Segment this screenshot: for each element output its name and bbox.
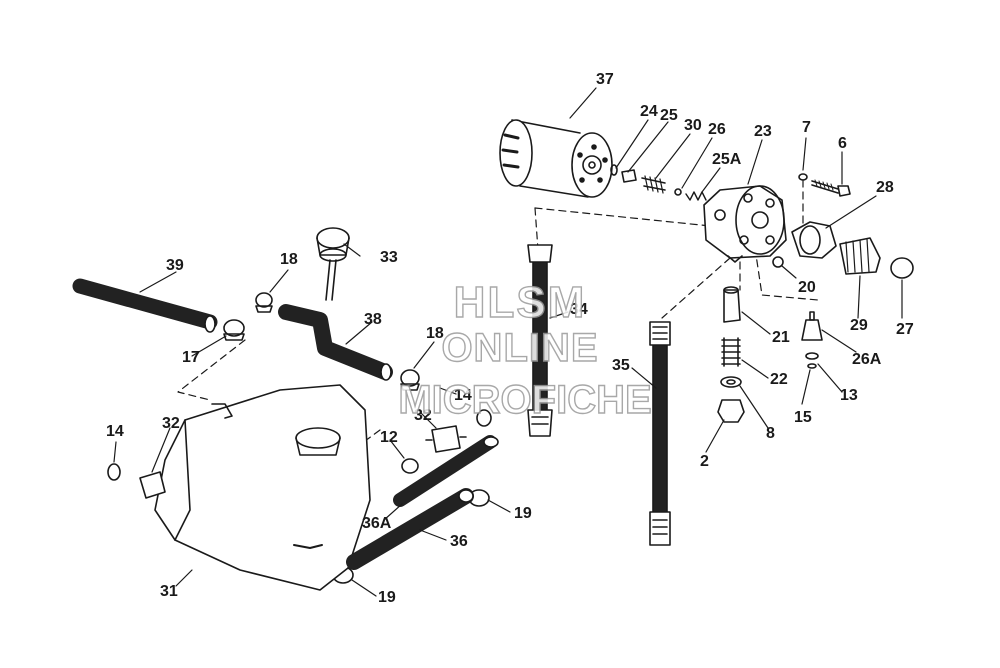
hose-35 (649, 321, 671, 546)
hose-34 (527, 244, 553, 437)
part-label-15: 15 (794, 409, 812, 426)
part-label-27: 27 (896, 321, 914, 338)
hose-36a (393, 435, 499, 507)
part-label-26a: 26A (852, 351, 882, 368)
part-label-38: 38 (364, 311, 382, 328)
part-label-24: 24 (640, 103, 658, 120)
part-label-25a: 25A (712, 151, 742, 168)
part-label-20: 20 (798, 279, 816, 296)
part-label-13: 13 (840, 387, 858, 404)
part-label-12: 12 (380, 429, 398, 446)
part-label-14-right: 14 (454, 387, 472, 404)
part-label-25: 25 (660, 107, 678, 124)
part-label-22: 22 (770, 371, 788, 388)
leader-lines (113, 87, 903, 597)
oil-tank (154, 384, 371, 591)
part-label-36: 36 (450, 533, 468, 550)
hose-36 (346, 488, 474, 570)
part-label-26: 26 (708, 121, 726, 138)
part-label-17: 17 (182, 349, 200, 366)
sender-fittings (801, 311, 823, 369)
part-label-14-left: 14 (106, 423, 124, 440)
tank-mounts-right (401, 409, 492, 474)
part-label-19-lower: 19 (378, 589, 396, 606)
filter-mount-adapter (703, 185, 787, 263)
part-label-29: 29 (850, 317, 868, 334)
adapter-fittings-stack (717, 286, 745, 423)
watermark-line-1: HLSM (453, 277, 587, 327)
part-label-36a: 36A (362, 515, 392, 532)
part-label-35: 35 (612, 357, 630, 374)
watermark-line-3: MICROFICHE (398, 377, 653, 422)
part-label-33: 33 (380, 249, 398, 266)
bolt-and-washer (798, 173, 851, 197)
part-label-31: 31 (160, 583, 178, 600)
watermark-line-2: ONLINE (441, 325, 599, 370)
part-label-6: 6 (838, 135, 847, 152)
part-label-32-right: 32 (414, 407, 432, 424)
oil-filter (499, 119, 613, 198)
part-label-18-lower: 18 (426, 325, 444, 342)
part-label-19-upper: 19 (514, 505, 532, 522)
check-valve-parts (610, 164, 707, 201)
part-label-39: 39 (166, 257, 184, 274)
part-label-2: 2 (700, 453, 709, 470)
part-label-8: 8 (766, 425, 775, 442)
part-label-23: 23 (754, 123, 772, 140)
dipstick-cap (316, 227, 350, 301)
part-label-18-upper: 18 (280, 251, 298, 268)
part-label-32-left: 32 (162, 415, 180, 432)
thermostat-housing-parts (772, 221, 914, 279)
part-label-37: 37 (596, 71, 614, 88)
hose-39 (72, 278, 218, 333)
part-label-34: 34 (570, 301, 588, 318)
part-label-7: 7 (802, 119, 811, 136)
part-label-21: 21 (772, 329, 790, 346)
part-label-30: 30 (684, 117, 702, 134)
tank-mounts-left (107, 463, 166, 499)
part-label-28: 28 (876, 179, 894, 196)
hose-38 (278, 304, 393, 381)
